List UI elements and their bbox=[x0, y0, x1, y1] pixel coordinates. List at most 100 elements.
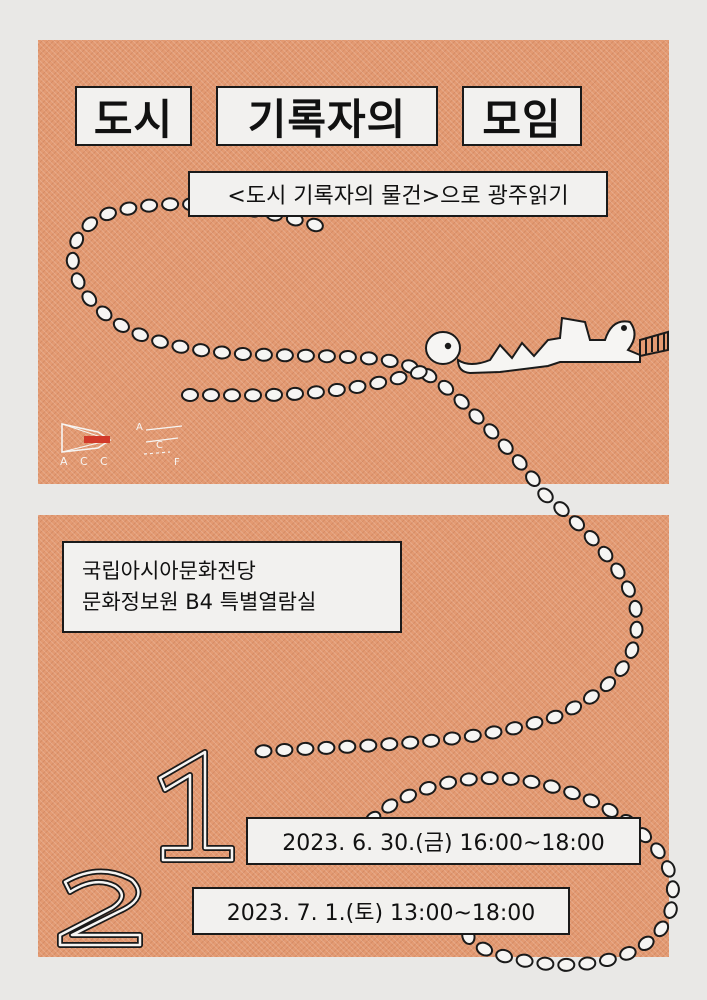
trail-dot bbox=[327, 382, 346, 398]
title-word-gathering: 모임 bbox=[462, 86, 582, 146]
acc-logo-mark: A C C bbox=[60, 423, 112, 468]
trail-dot bbox=[81, 216, 99, 233]
trail-dot bbox=[620, 580, 636, 598]
trail-dot bbox=[359, 351, 378, 366]
trail-dot bbox=[497, 438, 514, 455]
trail-dot bbox=[614, 660, 630, 677]
acc-letter-c1: C bbox=[80, 455, 88, 468]
outlined-numeral-2-inner bbox=[58, 870, 142, 947]
trail-dot bbox=[380, 353, 399, 368]
trail-dot bbox=[99, 206, 117, 222]
trail-dot bbox=[140, 198, 159, 213]
trail-dot bbox=[537, 487, 554, 504]
trail-dot bbox=[81, 290, 98, 307]
trail-dot bbox=[568, 515, 586, 532]
trail-dot bbox=[348, 379, 367, 394]
acf-letter-c: C bbox=[156, 440, 163, 451]
trail-dot bbox=[543, 779, 561, 794]
subtitle: <도시 기록자의 물건>으로 광주읽기 bbox=[188, 171, 608, 217]
acc-letter-a: A bbox=[60, 455, 68, 468]
trail-dot bbox=[463, 728, 482, 743]
trail-dot bbox=[422, 733, 441, 748]
trail-dot bbox=[660, 860, 676, 878]
trail-dot bbox=[418, 781, 437, 796]
trail-dot bbox=[578, 956, 597, 971]
trail-dot bbox=[629, 620, 644, 639]
trail-dot bbox=[409, 365, 428, 380]
trail-dot bbox=[275, 348, 294, 363]
outlined-numeral-1-inner bbox=[158, 750, 234, 862]
trail-dot bbox=[505, 721, 524, 736]
trail-dot bbox=[223, 388, 241, 403]
trail-dot bbox=[254, 347, 273, 362]
venue-label: 국립아시아문화전당 문화정보원 B4 특별열람실 bbox=[62, 541, 402, 633]
creature-drawing bbox=[425, 316, 669, 375]
trail-dot bbox=[599, 676, 617, 693]
trail-dot bbox=[338, 739, 357, 754]
trail-dot bbox=[265, 387, 283, 402]
trail-dot bbox=[439, 775, 458, 790]
trail-dot bbox=[501, 771, 520, 786]
trail-dot bbox=[306, 217, 324, 233]
trail-dot bbox=[453, 393, 470, 410]
trail-dot bbox=[338, 349, 357, 365]
trail-dot bbox=[202, 388, 220, 403]
trail-dot bbox=[95, 305, 113, 322]
trail-dot bbox=[483, 423, 500, 440]
trail-dot bbox=[112, 317, 130, 333]
trail-dot bbox=[192, 343, 211, 358]
trail-dot bbox=[553, 501, 570, 518]
trail-dot bbox=[213, 345, 231, 360]
trail-dot bbox=[598, 952, 617, 968]
trail-dot bbox=[663, 901, 678, 919]
trail-dot bbox=[601, 802, 619, 818]
trail-dot bbox=[233, 346, 252, 362]
trail-dot bbox=[582, 689, 600, 705]
trail-dot bbox=[381, 798, 399, 814]
trail-dot bbox=[161, 197, 180, 212]
trail-dot bbox=[254, 744, 273, 759]
trail-dot bbox=[628, 599, 643, 618]
trail-dot bbox=[624, 641, 640, 659]
trail-dot bbox=[484, 725, 503, 740]
trail-dot bbox=[380, 737, 399, 752]
trail-dot bbox=[653, 920, 670, 938]
acf-letter-a: A bbox=[136, 422, 143, 433]
trail-dot bbox=[296, 741, 315, 756]
venue-line-1: 국립아시아문화전당 bbox=[82, 559, 256, 583]
acc-letter-c2: C bbox=[100, 455, 108, 468]
trail-dot bbox=[525, 470, 541, 488]
acf-letter-f: F bbox=[174, 457, 180, 468]
trail-dot bbox=[495, 948, 513, 964]
trail-dot bbox=[399, 788, 417, 804]
trail-dot bbox=[459, 772, 478, 787]
trail-dot bbox=[637, 935, 655, 952]
trail-dot bbox=[437, 379, 455, 396]
trail-dot bbox=[511, 454, 528, 471]
trail-dot bbox=[131, 327, 149, 343]
trail-dot bbox=[401, 735, 420, 750]
trail-dot bbox=[317, 740, 336, 755]
trail-dot bbox=[244, 388, 262, 403]
trail-dot bbox=[389, 370, 408, 386]
trail-dot bbox=[119, 201, 138, 216]
trail-dot bbox=[306, 385, 325, 400]
trail-dot bbox=[610, 562, 626, 580]
trail-dot bbox=[65, 251, 80, 270]
trail-dot bbox=[515, 953, 534, 968]
trail-dot bbox=[317, 349, 336, 364]
date-session-2: 2023. 7. 1.(토) 13:00~18:00 bbox=[192, 887, 570, 935]
trail-dot bbox=[545, 709, 564, 725]
trail-dot bbox=[582, 793, 601, 809]
outlined-numeral-1 bbox=[157, 749, 235, 863]
trail-dot bbox=[181, 387, 199, 403]
title-word-recorders: 기록자의 bbox=[216, 86, 438, 146]
venue-line-2: 문화정보원 B4 특별열람실 bbox=[82, 590, 317, 614]
trail-dot bbox=[564, 700, 583, 716]
trail-dot bbox=[286, 386, 304, 401]
trail-dot bbox=[171, 339, 190, 354]
trail-dot bbox=[443, 731, 461, 746]
title-word-city: 도시 bbox=[75, 86, 192, 146]
trail-dot bbox=[650, 842, 666, 860]
